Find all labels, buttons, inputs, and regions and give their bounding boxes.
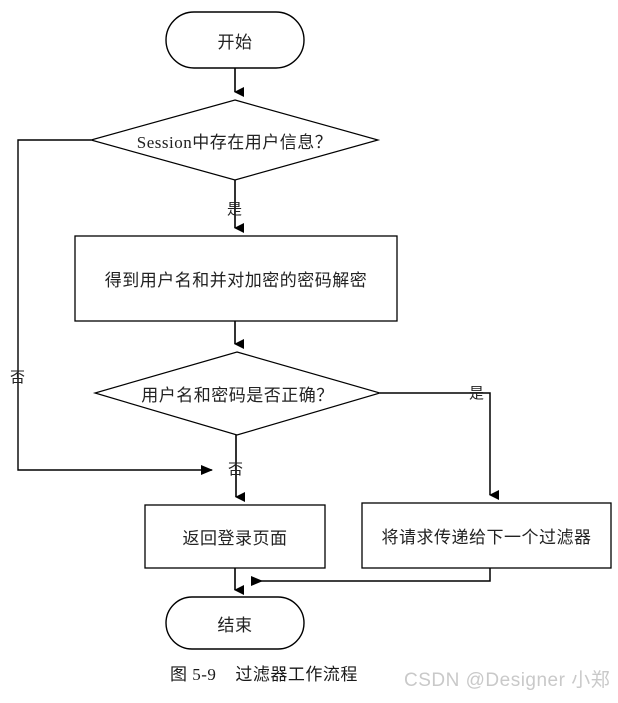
figure-caption: 图 5-9 过滤器工作流程 — [170, 665, 358, 684]
edge-check-session-no-to-return-login — [17, 139, 213, 475]
node-pass-filter-shape — [361, 502, 612, 569]
node-check-session-shape — [88, 99, 381, 181]
node-end-shape — [165, 596, 305, 650]
node-start-shape — [165, 11, 305, 69]
edge-check-credentials-yes-to-pass-filter — [380, 392, 499, 500]
node-decrypt-shape — [74, 235, 398, 322]
edge-label-credentials-yes: 是 — [469, 386, 485, 402]
edge-label-session-no: 否 — [10, 370, 26, 386]
edge-pass-filter-to-end — [251, 568, 491, 586]
edge-label-session-yes: 是 — [227, 202, 243, 218]
edge-label-credentials-no: 否 — [228, 462, 244, 478]
node-return-login-shape — [144, 504, 326, 569]
watermark-text: CSDN @Designer 小郑 — [404, 670, 611, 691]
node-check-credentials-shape — [92, 351, 383, 436]
